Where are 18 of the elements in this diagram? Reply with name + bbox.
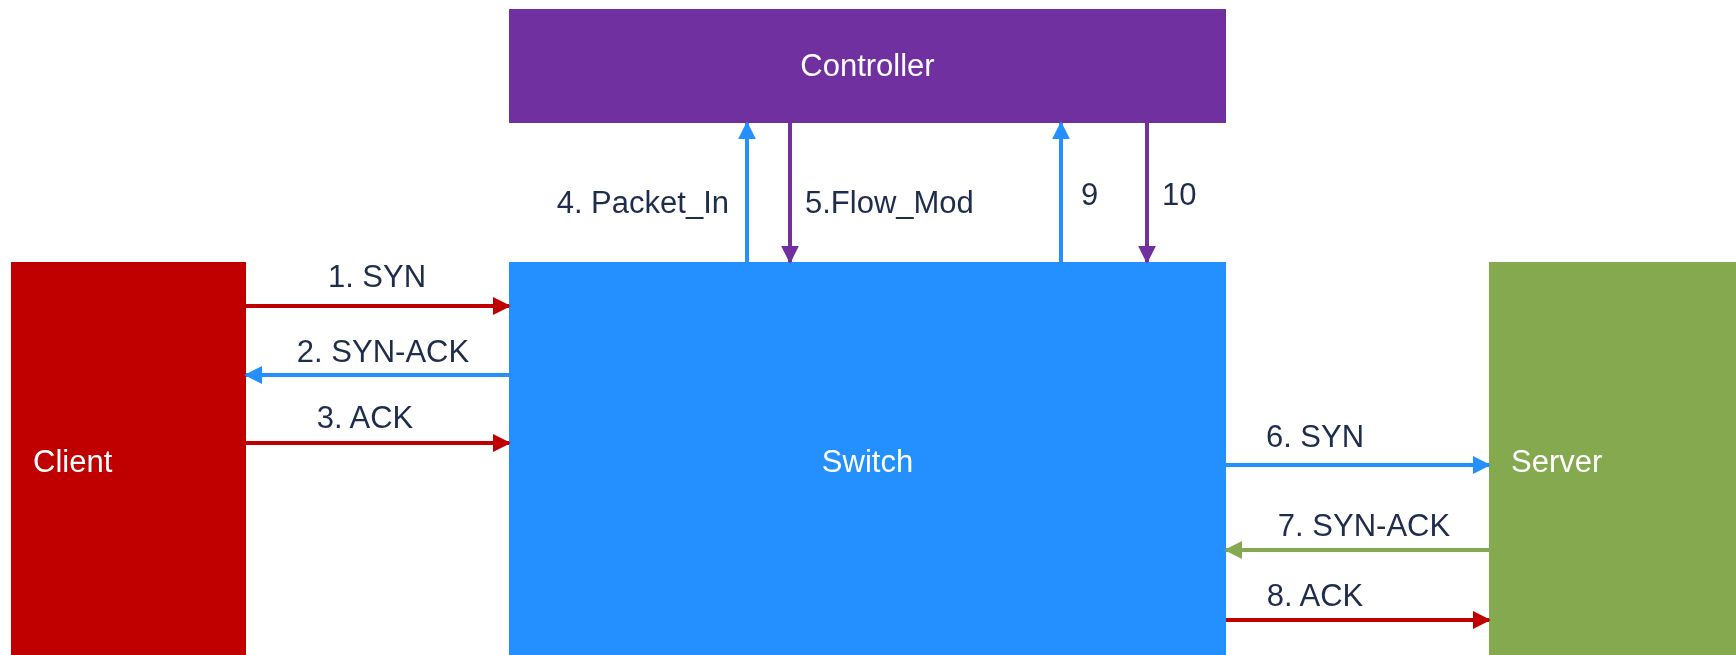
arrow (244, 366, 509, 384)
client-box (11, 262, 246, 655)
arrow (246, 434, 511, 452)
arrow (1226, 456, 1491, 474)
arrow (1138, 123, 1156, 264)
arrow (246, 297, 511, 315)
switch-box (509, 262, 1226, 655)
node-label: Switch (821, 444, 914, 480)
arrow (1224, 541, 1489, 559)
arrow (1052, 121, 1070, 262)
arrow (738, 121, 756, 262)
arrow (1226, 611, 1491, 629)
controller-box (509, 9, 1226, 123)
arrow (781, 123, 799, 264)
node-label: Server (1511, 444, 1603, 480)
server-box (1489, 262, 1736, 655)
node-label: Controller (800, 48, 935, 84)
node-label: Client (33, 444, 113, 480)
